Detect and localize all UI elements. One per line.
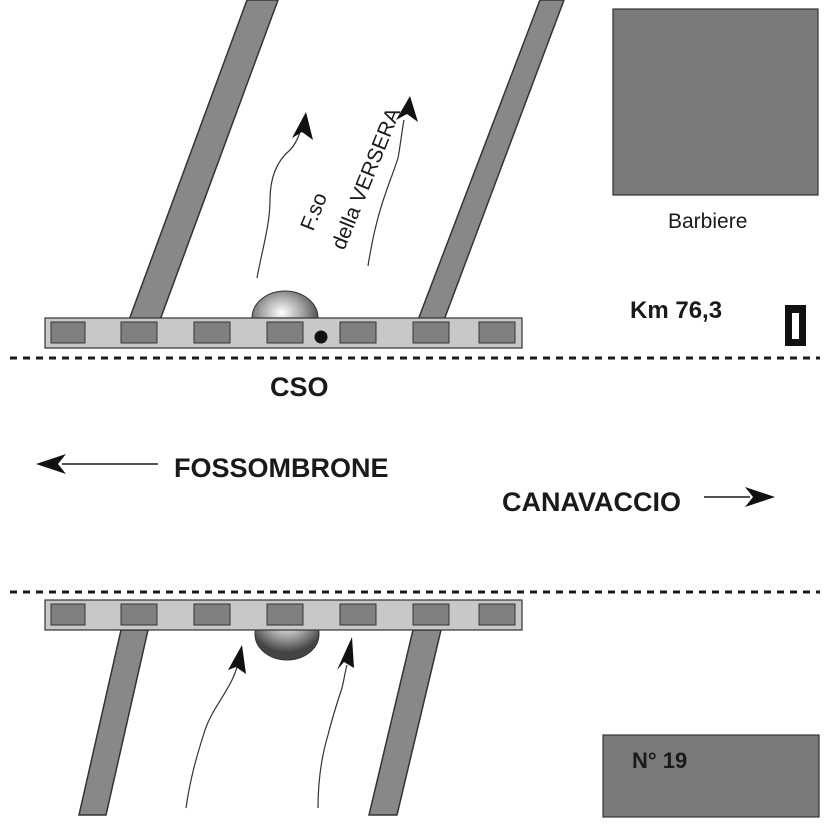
stream-name-line1: F.so bbox=[296, 190, 332, 234]
lower-left-channel-wall bbox=[78, 629, 149, 816]
barber-label: Barbiere bbox=[668, 210, 747, 233]
stream-name-line2: della VERSERA bbox=[327, 105, 405, 253]
km-post-inner bbox=[792, 313, 799, 339]
upper-bridge bbox=[44, 317, 523, 349]
building-number-label: N° 19 bbox=[632, 748, 687, 773]
upper-left-channel-wall bbox=[127, 0, 279, 321]
numbered-building bbox=[602, 734, 820, 818]
barber-building bbox=[612, 8, 819, 196]
west-destination-label: FOSSOMBRONE bbox=[174, 453, 389, 483]
cso-label: CSO bbox=[270, 372, 329, 402]
stream-name-group: F.so della VERSERA bbox=[296, 105, 405, 253]
east-arrow-head bbox=[745, 487, 775, 507]
east-destination-label: CANAVACCIO bbox=[502, 487, 681, 517]
km-label: Km 76,3 bbox=[630, 297, 722, 324]
upper-flow-arrows bbox=[256, 96, 418, 279]
west-arrow-head bbox=[36, 454, 66, 474]
upper-right-channel-wall bbox=[416, 0, 565, 321]
lower-flow-arrows bbox=[185, 637, 354, 809]
location-dot bbox=[314, 330, 328, 344]
lower-right-channel-wall bbox=[368, 629, 442, 816]
lower-bridge bbox=[44, 599, 523, 631]
